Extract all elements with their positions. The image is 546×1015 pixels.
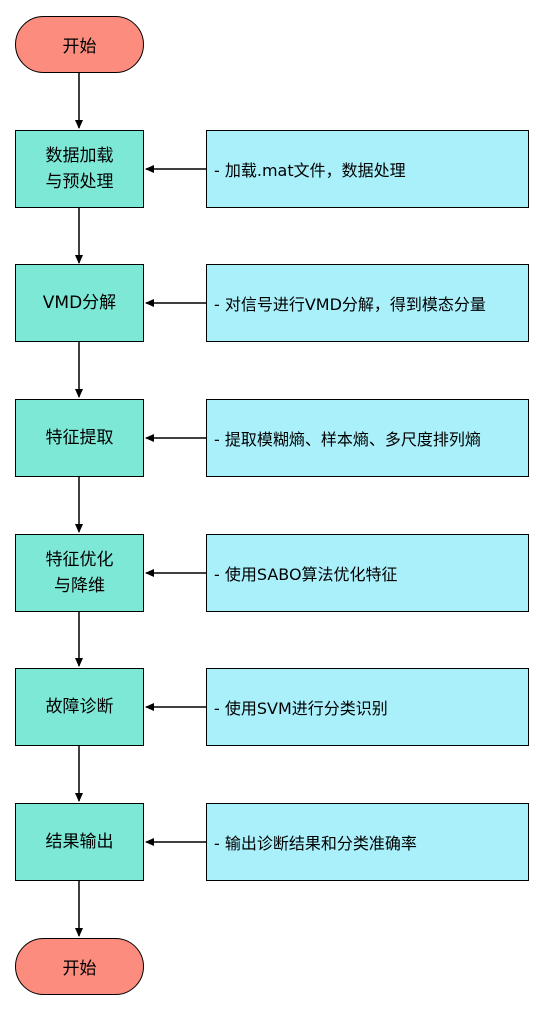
start-label: 开始 xyxy=(62,37,97,57)
note-1-text: - 加载.mat文件，数据处理 xyxy=(214,161,406,180)
step-6-label: 结果输出 xyxy=(45,832,114,852)
note-data-loading: - 加载.mat文件，数据处理 xyxy=(206,130,529,208)
step-1-label: 数据加载 与预处理 xyxy=(45,146,114,192)
end-label: 开始 xyxy=(62,959,97,979)
step-4-label: 特征优化 与降维 xyxy=(45,550,114,596)
end-terminal: 开始 xyxy=(15,938,144,995)
note-6-text: - 输出诊断结果和分类准确率 xyxy=(214,834,417,853)
note-2-text: - 对信号进行VMD分解，得到模态分量 xyxy=(214,295,486,314)
step-feature-optimization: 特征优化 与降维 xyxy=(15,534,144,612)
note-fault-diagnosis: - 使用SVM进行分类识别 xyxy=(206,668,529,746)
step-vmd-decomposition: VMD分解 xyxy=(15,264,144,342)
note-vmd-decomposition: - 对信号进行VMD分解，得到模态分量 xyxy=(206,264,529,342)
step-2-label: VMD分解 xyxy=(42,293,117,313)
note-4-text: - 使用SABO算法优化特征 xyxy=(214,565,398,584)
step-feature-extraction: 特征提取 xyxy=(15,399,144,477)
step-result-output: 结果输出 xyxy=(15,803,144,881)
step-fault-diagnosis: 故障诊断 xyxy=(15,668,144,746)
note-feature-optimization: - 使用SABO算法优化特征 xyxy=(206,534,529,612)
note-feature-extraction: - 提取模糊熵、样本熵、多尺度排列熵 xyxy=(206,399,529,477)
step-5-label: 故障诊断 xyxy=(45,697,114,717)
note-result-output: - 输出诊断结果和分类准确率 xyxy=(206,803,529,881)
start-terminal: 开始 xyxy=(15,16,144,73)
step-data-loading: 数据加载 与预处理 xyxy=(15,130,144,208)
note-5-text: - 使用SVM进行分类识别 xyxy=(214,699,388,718)
step-3-label: 特征提取 xyxy=(45,428,114,448)
note-3-text: - 提取模糊熵、样本熵、多尺度排列熵 xyxy=(214,430,481,449)
